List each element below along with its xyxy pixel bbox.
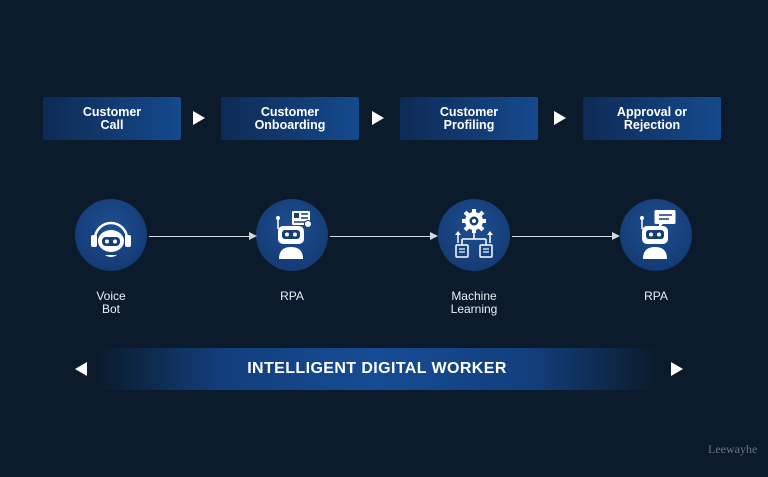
step-approval-or-rejection: Approval or Rejection	[583, 97, 721, 140]
arrow-left-icon	[75, 362, 87, 376]
arrow-right-icon	[554, 111, 566, 125]
rpa-robot-document-icon	[256, 199, 328, 271]
connector-line	[149, 236, 251, 237]
banner: INTELLIGENT DIGITAL WORKER	[97, 348, 657, 390]
node-label-rpa: RPA	[280, 289, 304, 303]
arrow-head-icon	[249, 232, 257, 240]
connector-line	[512, 236, 614, 237]
step-customer-onboarding: Customer Onboarding	[221, 97, 359, 140]
step-label: Customer Call	[82, 104, 142, 132]
rpa-robot-chat-icon	[620, 199, 692, 271]
voice-bot-icon	[75, 199, 147, 271]
machine-learning-gear-icon	[438, 199, 510, 271]
arrow-head-icon	[612, 232, 620, 240]
arrow-right-icon	[671, 362, 683, 376]
step-label: Approval or Rejection	[616, 104, 688, 132]
step-label: Customer Profiling	[439, 104, 499, 132]
arrow-head-icon	[430, 232, 438, 240]
node-label-voice-bot: Voice Bot	[96, 289, 126, 316]
arrow-right-icon	[193, 111, 205, 125]
watermark: Leewayhe	[708, 442, 758, 456]
node-label-machine-learning: Machine Learning	[450, 289, 498, 316]
step-label: Customer Onboarding	[254, 104, 326, 132]
node-label-rpa: RPA	[644, 289, 668, 303]
arrow-right-icon	[372, 111, 384, 125]
connector-line	[330, 236, 432, 237]
banner-title: INTELLIGENT DIGITAL WORKER	[247, 360, 507, 377]
step-customer-profiling: Customer Profiling	[400, 97, 538, 140]
step-customer-call: Customer Call	[43, 97, 181, 140]
